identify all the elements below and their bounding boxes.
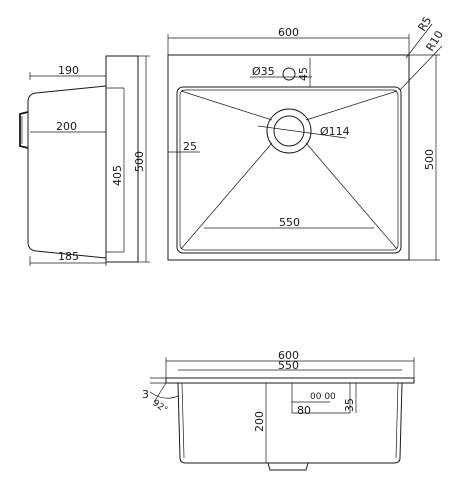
front-drain-stub	[267, 462, 309, 471]
flange-thickness-dim	[150, 377, 166, 384]
flange-thickness-label: 3	[142, 388, 149, 401]
rim-label: 25	[183, 140, 197, 153]
side-back-plate	[105, 55, 139, 263]
tap-offset-label: 45	[297, 67, 310, 81]
side-dim-top-label: 190	[58, 64, 79, 77]
front-dim-outer-width-label: 600	[278, 349, 299, 362]
drain-label: Ø114	[320, 125, 350, 138]
top-dim-r5-label: R5	[416, 14, 435, 33]
side-view: 190 200 185 405 500	[19, 55, 150, 266]
drain-inner-circle	[273, 115, 305, 147]
tap-hole-label: Ø35	[252, 65, 275, 78]
bowl-width-label: 550	[279, 216, 300, 229]
front-view: 600 550 3 92° 00 00 80 35 200	[142, 349, 415, 471]
tap-hole	[282, 67, 296, 81]
radius-r10-leader	[399, 45, 443, 91]
front-depth-label: 200	[253, 411, 266, 432]
side-drain-stub	[19, 111, 29, 149]
drain-outer-circle	[266, 108, 312, 154]
overflow-depth-label: 35	[343, 398, 356, 412]
side-dim-inner-height-label: 405	[111, 165, 124, 186]
top-slope-bl	[180, 142, 273, 250]
top-dim-width-label: 600	[278, 26, 299, 39]
side-dim-bottom-label: 185	[58, 250, 79, 263]
top-slope-br	[305, 142, 398, 250]
top-dim-height-label: 500	[423, 149, 436, 170]
top-deck-outline	[167, 54, 410, 261]
overflow-box	[291, 383, 351, 414]
side-bowl-profile	[27, 85, 107, 259]
top-slope-tl	[180, 90, 273, 121]
drain-leader	[257, 125, 347, 139]
side-dim-middle-label: 200	[56, 120, 77, 133]
top-bowl-outline	[176, 86, 402, 254]
overflow-holes-label: 00 00	[310, 392, 336, 402]
side-dim-outer-height-label: 500	[133, 151, 146, 172]
angle-arc	[149, 391, 179, 399]
top-bowl-inner	[179, 89, 399, 251]
radius-r5-leader	[405, 23, 433, 59]
top-slope-tr	[305, 90, 398, 121]
angle-label: 92°	[150, 398, 169, 415]
top-view: 600 R5 R10 Ø35 45 Ø114 25 550 500	[167, 14, 446, 261]
front-bowl-body	[177, 382, 403, 464]
overflow-width-label: 80	[297, 404, 311, 417]
front-flange	[165, 377, 415, 384]
front-dim-inner-width-label: 550	[278, 359, 299, 372]
